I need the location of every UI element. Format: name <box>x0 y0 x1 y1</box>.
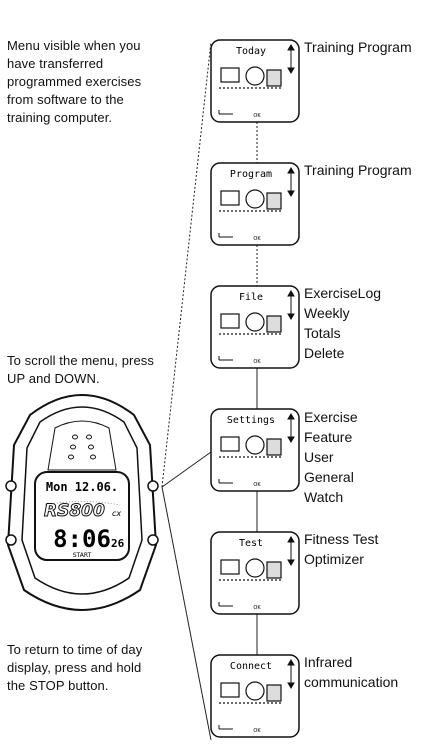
ok-label: OK <box>253 236 261 242</box>
watch-display <box>34 471 130 561</box>
scroll-arrows-icon <box>287 290 295 320</box>
back-arrow-icon <box>218 725 233 730</box>
ok-label: OK <box>253 728 261 734</box>
watch-time: 8:06 <box>53 525 111 553</box>
settings-icon <box>219 435 283 458</box>
back-arrow-icon <box>218 602 233 607</box>
today-icon <box>219 66 283 89</box>
watch-mode: START <box>73 552 92 559</box>
back-arrow-icon <box>218 356 233 361</box>
watch-date: Mon 12.06. <box>46 480 118 494</box>
back-arrow-icon <box>218 110 233 115</box>
menu-screen-title: Test <box>239 538 263 549</box>
solid-fan-line <box>161 451 212 488</box>
program-labels: Training Program <box>304 162 412 178</box>
scroll-arrows-icon <box>287 44 295 74</box>
ok-label: OK <box>253 605 261 611</box>
dotted-fan-line <box>161 41 212 488</box>
watch-brand-suffix: cx <box>112 509 121 518</box>
watch: Mon 12.06. RS800 cx 8:06 26 START <box>5 394 159 611</box>
ok-label: OK <box>253 113 261 119</box>
back-arrow-icon <box>218 479 233 484</box>
sensor-dots <box>68 434 96 460</box>
ok-label: OK <box>253 482 261 488</box>
ok-button[interactable] <box>147 480 159 492</box>
file-icon <box>219 312 283 335</box>
ok-label: OK <box>253 359 261 365</box>
test-icon <box>219 558 283 581</box>
menu-screen-title: Connect <box>230 661 272 672</box>
light-button[interactable] <box>5 480 17 492</box>
watch-seconds: 26 <box>111 537 125 550</box>
scroll-arrows-icon <box>287 413 295 443</box>
scroll-arrows-icon <box>287 659 295 689</box>
connect-icon <box>219 681 283 704</box>
menu-screen-title: File <box>239 292 263 303</box>
menu-screen-title: Settings <box>227 415 275 426</box>
watch-brand: RS800 <box>44 501 105 521</box>
scroll-arrows-icon <box>287 536 295 566</box>
program-icon <box>219 189 283 212</box>
solid-fan-line-bottom <box>161 486 212 741</box>
down-button[interactable] <box>147 534 159 546</box>
menu-screen-title: Today <box>236 46 266 57</box>
scroll-arrows-icon <box>287 167 295 197</box>
back-arrow-icon <box>218 233 233 238</box>
menu-screen-title: Program <box>230 169 272 180</box>
stop-button[interactable] <box>5 534 17 546</box>
today-labels: Training Program <box>304 39 412 55</box>
